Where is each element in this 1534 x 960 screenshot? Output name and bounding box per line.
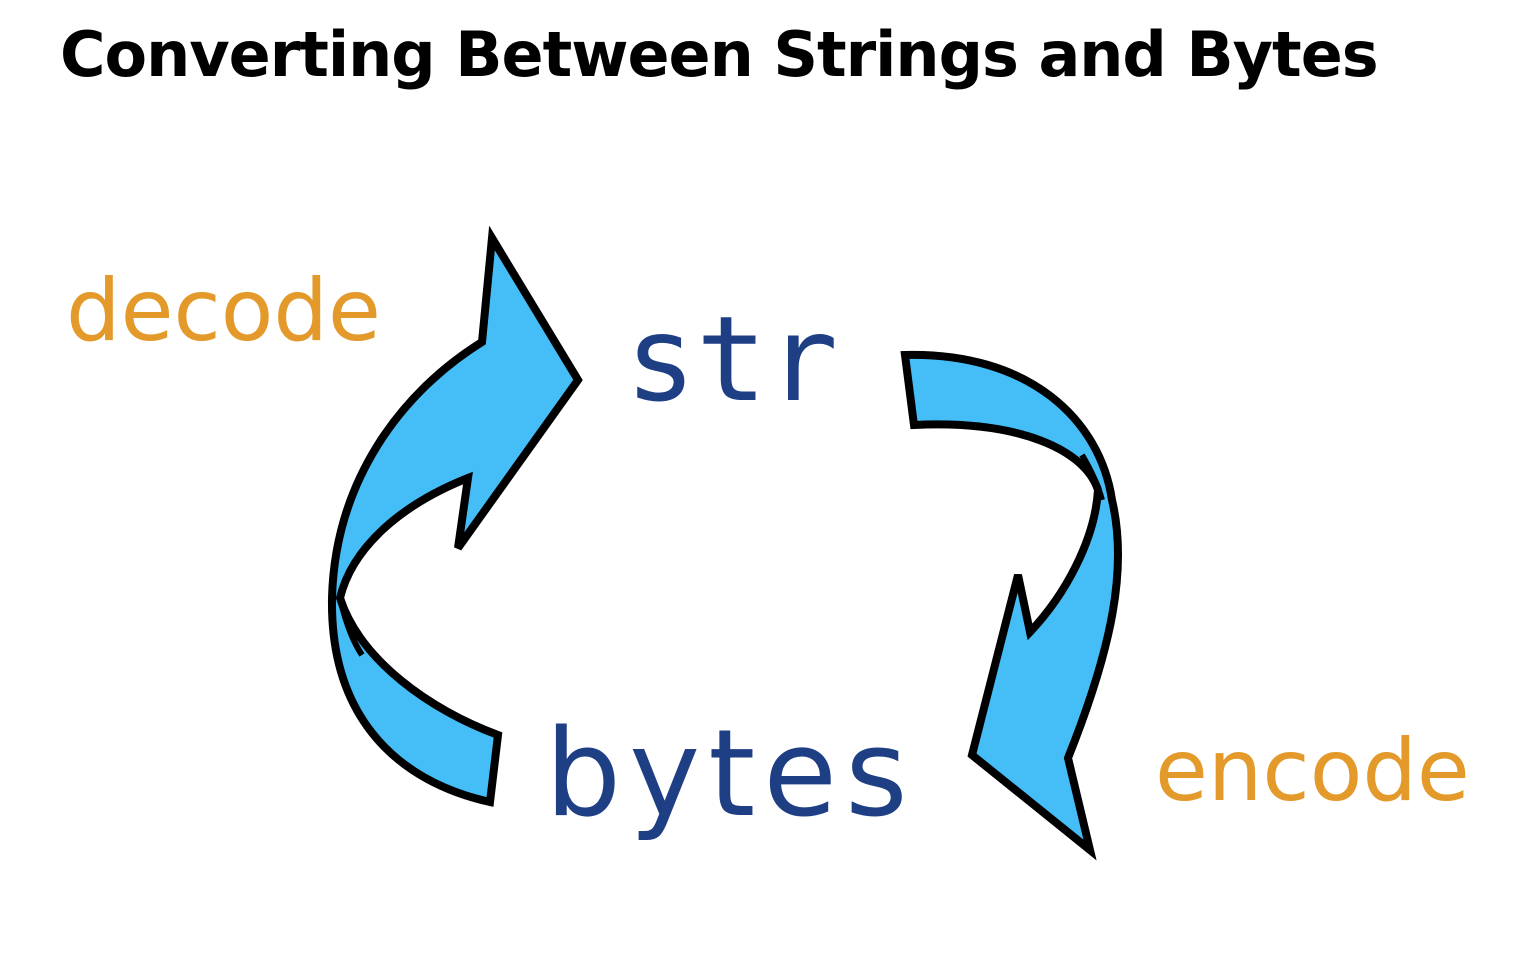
str-node-label: str: [625, 290, 839, 428]
slide-title: Converting Between Strings and Bytes: [60, 18, 1379, 91]
curved-arrow-down-icon: [900, 350, 1123, 861]
decode-label: decode: [66, 261, 381, 361]
encode-label: encode: [1155, 721, 1470, 821]
curved-arrow-up-icon: [327, 225, 583, 807]
bytes-node-label: bytes: [545, 705, 916, 844]
